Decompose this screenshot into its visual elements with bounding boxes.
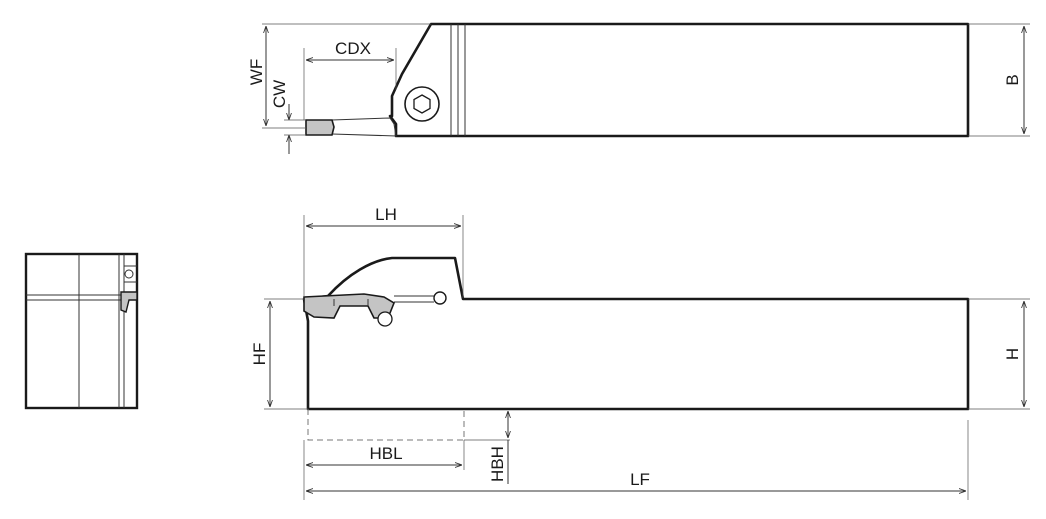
- b-label: B: [1003, 74, 1022, 85]
- side-view-insert: [303, 293, 395, 319]
- clamp-screw-icon: [404, 86, 440, 122]
- side-view-body-outline: [302, 256, 970, 411]
- lf-label: LF: [630, 470, 650, 489]
- top-view-body-outline: [388, 22, 970, 138]
- end-view: [24, 252, 139, 410]
- h-label: H: [1003, 348, 1022, 360]
- top-view-blade: [331, 117, 397, 137]
- lh-label: LH: [375, 205, 397, 224]
- cdx-label: CDX: [335, 39, 371, 58]
- top-view-insert: [305, 119, 335, 136]
- end-view-insert: [120, 291, 138, 313]
- adjustment-screw-icon: [377, 291, 447, 327]
- cw-label: CW: [270, 80, 289, 108]
- hbl-label: HBL: [369, 444, 402, 463]
- hbh-label: HBH: [488, 446, 507, 482]
- wf-label: WF: [247, 59, 266, 85]
- end-view-outline: [24, 252, 139, 410]
- hf-label: HF: [250, 343, 269, 366]
- hbl-dashed-region: [307, 409, 465, 441]
- top-view: WF CW CDX B: [247, 22, 1030, 154]
- side-view: LH HF H HBL HBH LF: [250, 205, 1030, 500]
